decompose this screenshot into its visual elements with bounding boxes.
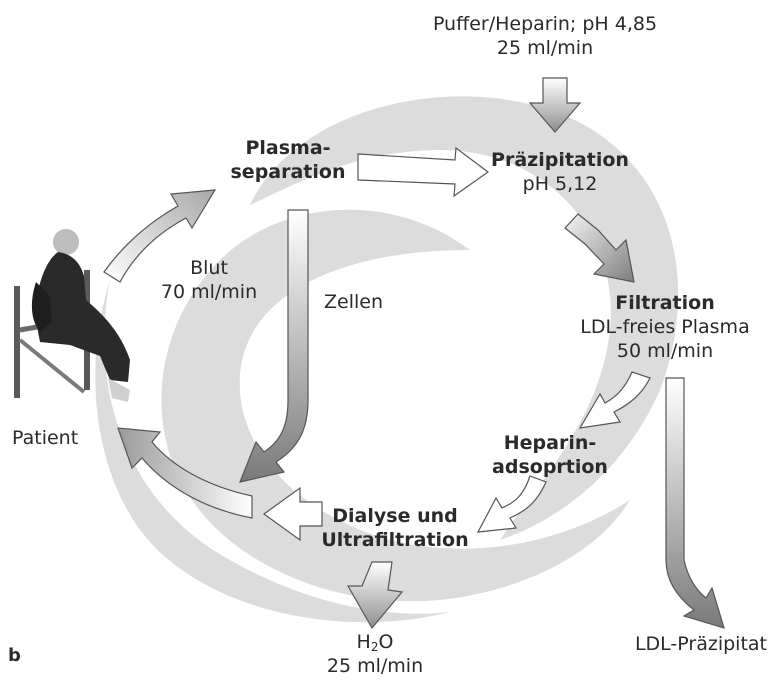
buffer-label-line2: 25 ml/min [496,37,594,59]
precipitation-label: Präzipitation pH 5,12 [480,148,640,196]
precipitation-ph: pH 5,12 [522,173,598,195]
ldl-precipitate-label: LDL-Präzipitat [634,633,768,655]
filtration-title: Filtration [615,292,715,314]
filtration-line2: LDL-freies Plasma [580,316,750,338]
buffer-label-line1: Puffer/Heparin; pH 4,85 [432,13,658,35]
water-formula: H2O [356,631,394,654]
heparin-adsorption-line2: adsoprtion [492,456,608,478]
filtration-to-heparin-arrow [578,371,651,429]
blood-to-plasma-arrow [103,189,217,283]
blood-flow-line2: 70 ml/min [160,281,258,303]
heparin-to-dialysis-arrow [476,475,547,533]
patient-label: Patient [12,427,79,449]
filtration-line3: 50 ml/min [616,340,714,362]
cells-label: Zellen [324,291,383,313]
buffer-label: Puffer/Heparin; pH 4,85 25 ml/min [400,12,690,60]
plasma-separation-line2: separation [230,161,346,183]
ldl-precipitate-outlet-arrow [665,377,725,629]
dialysis-label: Dialyse und Ultrafiltration [310,504,480,552]
dialysis-line1: Dialyse und [332,505,458,527]
cells-return-arrow [239,209,309,483]
water-outlet-arrow [346,561,404,630]
water-label: H2O 25 ml/min [300,630,450,678]
plasma-separation-label: Plasma- separation [218,136,358,184]
precipitation-title: Präzipitation [491,149,629,171]
return-to-patient-arrow [117,427,253,519]
panel-letter: b [8,645,21,666]
plasma-separation-line1: Plasma- [245,137,331,159]
patient-figure [14,229,130,402]
plasma-to-precipitation-arrow [357,146,490,198]
precipitation-to-filtration-arrow [564,213,635,283]
dialysis-line2: Ultrafiltration [321,529,469,551]
blood-flow-label: Blut 70 ml/min [154,256,264,304]
buffer-inlet-arrow [528,77,582,133]
dialysis-outlet-left-arrow [262,486,323,542]
heparin-adsorption-line1: Heparin- [503,432,597,454]
blood-flow-line1: Blut [190,257,228,279]
heparin-adsorption-label: Heparin- adsoprtion [490,431,610,479]
filtration-label: Filtration LDL-freies Plasma 50 ml/min [560,291,770,363]
water-flow: 25 ml/min [326,655,424,677]
